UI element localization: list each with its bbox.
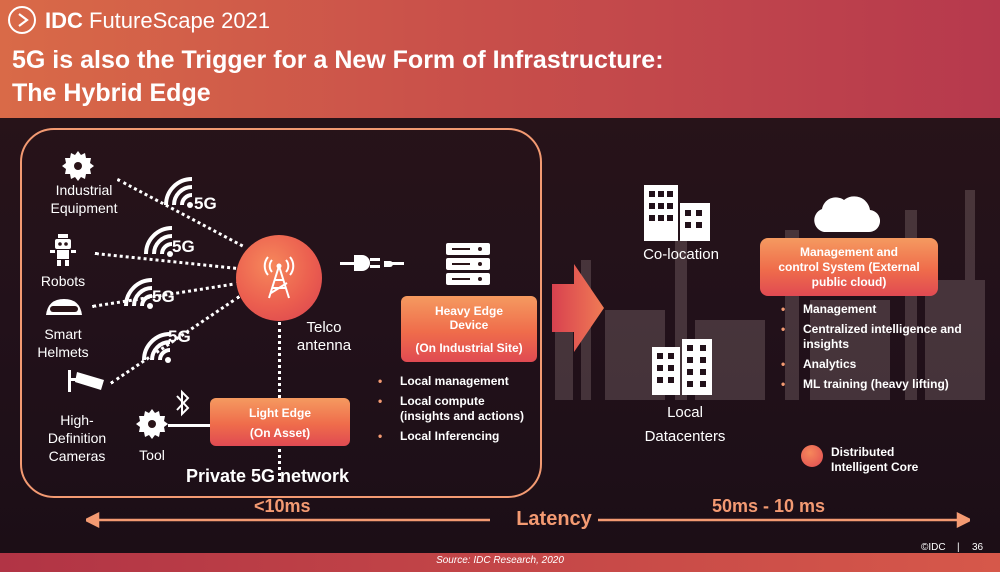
office-buildings-icon: [644, 185, 710, 241]
heavy-edge-bullets: Local management Local compute (insights…: [375, 374, 545, 449]
device-label-tool: Tool: [139, 447, 165, 463]
5g-signal-icon: 5G: [144, 226, 195, 257]
device-label-smart-helmets: Smart Helmets: [37, 326, 89, 360]
bullet-item: ML training (heavy lifting): [778, 377, 992, 392]
bullet-item: Local Inferencing: [375, 429, 545, 444]
tool-saw-blade-icon: [136, 409, 168, 439]
datacenter-building-icon: [652, 339, 712, 395]
device-label-cameras: High- Definition Cameras: [47, 412, 107, 464]
page-number: 36: [972, 542, 984, 553]
management-system-box: Management and control System (External …: [760, 238, 938, 296]
signal-label: 5G: [168, 327, 191, 346]
legend-dot: [801, 445, 823, 467]
light-edge-box: Light Edge (On Asset): [210, 398, 350, 446]
co-location-label: Co-location: [643, 246, 719, 263]
5g-signal-icon: 5G: [124, 278, 175, 309]
cloud-icon: [814, 196, 880, 233]
signal-label: 5G: [194, 194, 217, 213]
heavy-edge-line1: Heavy Edge: [434, 304, 504, 318]
private-network-label: Private 5G network: [186, 466, 350, 486]
footer-bar: [0, 553, 1000, 572]
light-edge-line1: Light Edge: [249, 406, 311, 420]
telco-antenna-label: Telco antenna: [296, 319, 352, 354]
management-bullets: Management Centralized intelligence and …: [778, 302, 992, 397]
source-note: Source: IDC Research, 2020: [436, 555, 564, 566]
device-label-industrial-equipment: Industrial Equipment: [50, 182, 118, 216]
idc-logo-icon: [8, 6, 36, 34]
5g-signal-icon: 5G: [164, 177, 217, 213]
footer-separator: |: [957, 542, 960, 553]
latency-right-value: 50ms - 10 ms: [712, 496, 826, 516]
robot-icon: [50, 234, 76, 266]
bullet-item: Local management: [375, 374, 545, 389]
signal-label: 5G: [172, 237, 195, 256]
header-band: [0, 0, 1000, 118]
private-network-frame: [20, 128, 542, 498]
plug-icon: [340, 255, 404, 271]
latency-label: Latency: [516, 508, 592, 530]
telco-antenna-circle: [236, 235, 322, 321]
bullet-item: Centralized intelligence and insights: [778, 322, 992, 352]
bullet-item: Management: [778, 302, 992, 317]
brand-title: IDC FutureScape 2021: [45, 8, 271, 33]
management-system-label: Management and control System (External …: [778, 245, 920, 289]
security-camera-icon: [68, 370, 104, 392]
heavy-edge-device-box: Heavy Edge Device (On Industrial Site): [401, 296, 537, 362]
latency-arrow: [86, 512, 970, 528]
saw-blade-icon: [62, 151, 94, 181]
legend-label: Distributed Intelligent Core: [831, 445, 919, 474]
bluetooth-icon: [176, 389, 190, 417]
device-label-robots: Robots: [40, 273, 86, 289]
local-datacenters-label: Local Datacenters: [644, 404, 726, 445]
slide-title: 5G is also the Trigger for a New Form of…: [12, 46, 664, 107]
cell-tower-icon: [263, 256, 295, 299]
5g-signal-icon: 5G: [142, 327, 191, 363]
bullet-item: Local compute (insights and actions): [375, 394, 545, 424]
tool-link-line: [168, 424, 210, 427]
server-rack-icon: [446, 243, 490, 285]
copyright-label: ©IDC: [921, 542, 946, 553]
signal-label: 5G: [152, 287, 175, 306]
bullet-item: Analytics: [778, 357, 992, 372]
latency-left-value: <10ms: [254, 496, 311, 516]
heavy-edge-line2: Device: [449, 318, 489, 332]
smart-helmet-icon: [46, 299, 82, 315]
flow-arrow-icon: [552, 264, 604, 352]
light-edge-line2: (On Asset): [249, 426, 311, 440]
heavy-edge-line3: (On Industrial Site): [415, 341, 523, 355]
